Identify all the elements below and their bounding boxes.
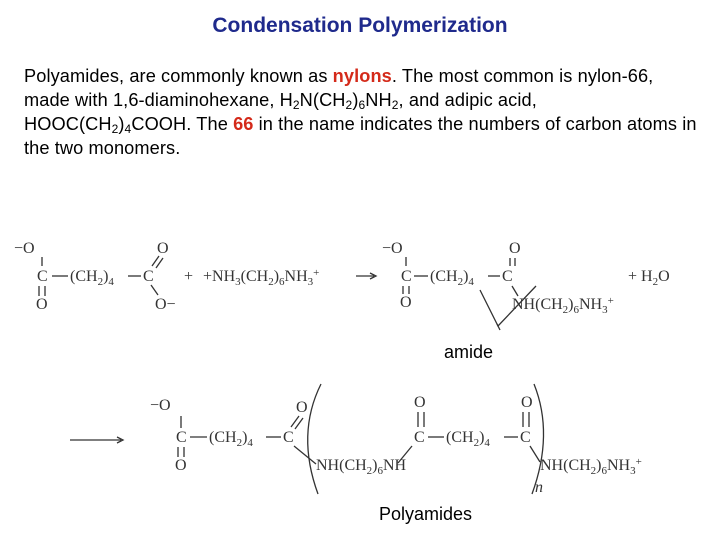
plus-water: + H2O [628,268,670,288]
page-title: Condensation Polymerization [212,14,508,37]
svg-text:(CH2)4: (CH2)4 [430,268,474,288]
svg-text:C: C [37,268,48,285]
svg-text:−O: −O [382,240,403,257]
svg-text:O: O [175,457,187,474]
polyamide-structure: −O C O (CH2)4 C O NH(CH2)6NH O C (CH2)4 … [150,383,642,496]
adipate-ion: −O C O (CH2)4 C O O− [14,240,176,313]
highlight-66: 66 [233,114,254,134]
svg-text:O: O [157,240,169,257]
amide-bracket [479,285,537,331]
svg-text:C: C [502,268,513,285]
svg-text:NH(CH2)6NH: NH(CH2)6NH [316,457,407,477]
svg-text:(CH2)4: (CH2)4 [209,429,253,449]
svg-text:NH(CH2)6NH3+: NH(CH2)6NH3+ [540,456,642,477]
svg-text:NH(CH2)6NH3+: NH(CH2)6NH3+ [512,295,614,316]
svg-text:O: O [414,394,426,411]
svg-text:O: O [400,294,412,311]
svg-text:(CH2)4: (CH2)4 [446,429,490,449]
svg-text:C: C [176,429,187,446]
plus-sign: + [184,268,193,285]
svg-text:O: O [521,394,533,411]
svg-text:−O: −O [150,397,171,414]
svg-text:−O: −O [14,240,35,257]
svg-text:O−: O− [155,296,176,313]
reaction-arrow-2 [70,436,125,444]
svg-text:C: C [143,268,154,285]
repeat-index-n: n [535,479,543,496]
svg-text:C: C [283,429,294,446]
amide-label: amide [444,342,494,362]
svg-text:C: C [520,429,531,446]
intro-paragraph: Polyamides, are commonly known as nylons… [24,66,697,158]
svg-text:O: O [296,399,308,416]
polyamides-label: Polyamides [379,504,473,524]
svg-text:O: O [36,296,48,313]
amide-intermediate: −O C O (CH2)4 C O NH(CH2)6NH3+ [382,240,614,316]
reaction-arrow-1 [356,272,378,280]
highlight-nylons: nylons [332,66,392,86]
svg-text:(CH2)4: (CH2)4 [70,268,114,288]
svg-text:O: O [509,240,521,257]
svg-text:C: C [401,268,412,285]
svg-text:C: C [414,429,425,446]
diammonium-ion: +NH3(CH2)6NH3+ [203,267,319,288]
